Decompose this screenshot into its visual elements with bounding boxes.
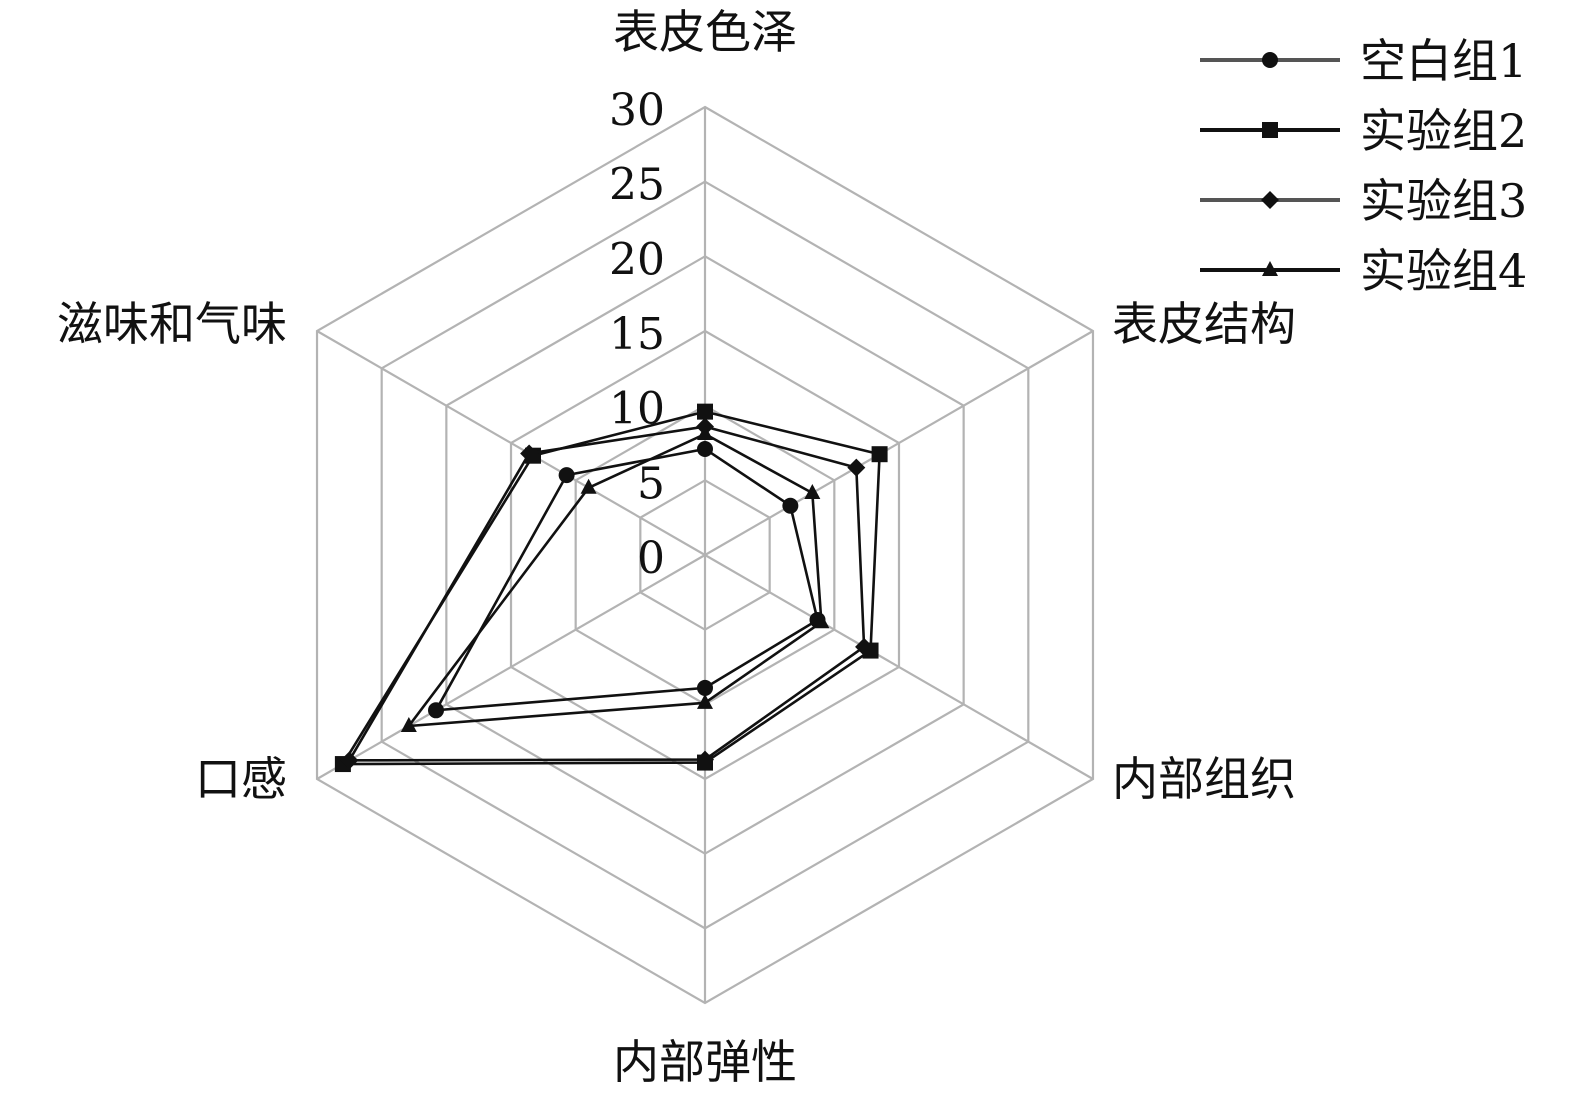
grid-spoke: [704, 554, 1094, 780]
marker-diamond: [696, 750, 714, 769]
marker-circle: [697, 440, 713, 457]
tick-label: 0: [637, 533, 665, 584]
marker-circle: [558, 467, 575, 484]
marker-triangle: [804, 484, 821, 500]
legend-item: 实验组3: [1200, 174, 1527, 228]
tick-label: 25: [609, 160, 665, 211]
series-layer: [334, 403, 888, 773]
marker-circle: [697, 679, 713, 696]
marker-diamond: [855, 637, 874, 656]
tick-label: 5: [637, 458, 665, 509]
marker-diamond: [340, 751, 359, 770]
grid-spoke: [704, 330, 1094, 556]
legend-label: 实验组4: [1360, 244, 1527, 298]
tick-label: 30: [609, 85, 665, 136]
legend-item: 空白组1: [1200, 34, 1527, 88]
marker-square: [1262, 122, 1278, 138]
radial-tick-labels: 0 5 10 15 20 25 30: [609, 85, 665, 584]
marker-square: [871, 446, 888, 463]
axis-label: 内部组织: [1112, 752, 1296, 806]
marker-triangle: [400, 716, 417, 732]
marker-circle: [782, 497, 799, 514]
marker-triangle: [580, 478, 597, 494]
legend: 空白组1 实验组2 实验组3 实验组4: [1200, 34, 1527, 298]
legend-item: 实验组2: [1200, 104, 1527, 158]
axis-label: 内部弹性: [613, 1035, 797, 1089]
marker-diamond: [520, 444, 539, 463]
axis-label: 表皮色泽: [613, 5, 797, 59]
marker-triangle: [813, 613, 830, 629]
marker-diamond: [847, 458, 866, 477]
grid-spoke: [316, 554, 706, 780]
series-diamond: [340, 417, 874, 770]
grid-spoke: [316, 330, 706, 556]
axis-label: 滋味和气味: [57, 297, 287, 351]
legend-label: 实验组3: [1360, 174, 1527, 228]
tick-label: 15: [609, 309, 665, 360]
legend-label: 实验组2: [1360, 104, 1527, 158]
series-line: [406, 432, 823, 728]
series-circle: [428, 440, 826, 719]
marker-triangle: [1262, 261, 1278, 276]
series-triangle: [400, 425, 830, 732]
marker-circle: [1262, 52, 1278, 68]
marker-diamond: [1261, 191, 1279, 209]
legend-item: 实验组4: [1200, 244, 1527, 298]
marker-triangle: [697, 425, 713, 441]
tick-label: 20: [609, 234, 665, 285]
radar-grid: [315, 105, 1095, 1005]
marker-triangle: [697, 693, 713, 709]
axis-label: 表皮结构: [1112, 297, 1296, 351]
marker-circle: [428, 702, 445, 719]
legend-label: 空白组1: [1360, 34, 1527, 88]
series-line: [433, 447, 819, 712]
tick-label: 10: [609, 384, 665, 435]
axis-label: 口感: [195, 752, 287, 806]
marker-square: [697, 403, 713, 420]
